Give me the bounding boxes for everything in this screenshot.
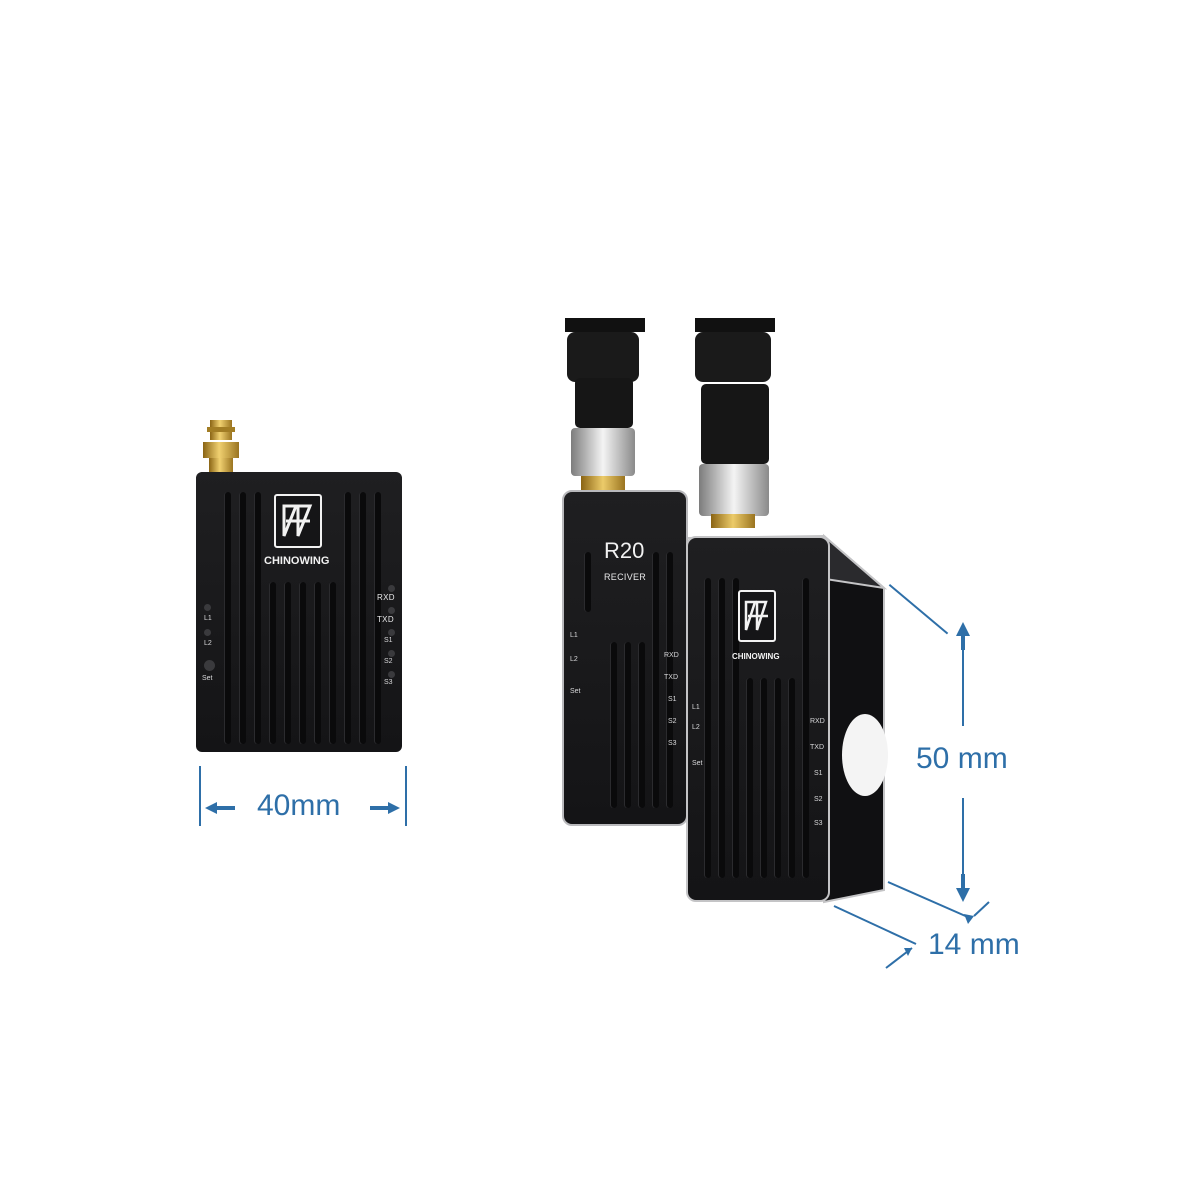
arrow-left-icon — [205, 802, 235, 814]
led-label-l1: L1 — [570, 632, 578, 639]
port-label-s3: S3 — [814, 820, 823, 827]
brand-logo-icon — [274, 494, 322, 548]
port-label-txd: TXD — [664, 674, 678, 681]
sma-connector-icon — [201, 420, 241, 480]
port-label-s2: S2 — [814, 796, 823, 803]
arrow-down-icon — [956, 874, 970, 902]
model-subtitle: RECIVER — [604, 572, 647, 582]
arrow-right-icon — [370, 802, 400, 814]
led-label-l1: L1 — [692, 704, 700, 711]
led-label-l2: L2 — [692, 724, 700, 731]
brand-name: CHINOWING — [264, 555, 330, 567]
arrow-up-icon — [956, 622, 970, 650]
transmitter-body: CHINOWING RXD TXD S1 S2 S3 L1 L2 Set — [196, 472, 402, 752]
button-label-set: Set — [692, 760, 703, 767]
port-label-rxd: RXD — [810, 718, 825, 725]
button-label-set: Set — [202, 675, 213, 682]
receiver-module: CHINOWING RXD TXD S1 S2 S3 L1 L2 Set — [686, 536, 830, 902]
side-sticker — [842, 714, 888, 796]
antenna-icon — [565, 318, 775, 528]
port-label-rxd: RXD — [664, 652, 679, 659]
port-label-txd: TXD — [377, 615, 394, 624]
receiver-module: R20 RECIVER RXD TXD S1 S2 S3 L1 L2 Set — [562, 490, 688, 826]
brand-logo-icon — [738, 590, 776, 642]
port-label-s3: S3 — [668, 740, 677, 747]
port-label-s2: S2 — [668, 718, 677, 725]
port-label-s1: S1 — [814, 770, 823, 777]
led-label-l1: L1 — [204, 615, 212, 622]
depth-label: 14 mm — [928, 928, 1020, 961]
port-label-rxd: RXD — [377, 593, 395, 602]
port-label-s2: S2 — [384, 658, 393, 665]
led-label-l2: L2 — [570, 656, 578, 663]
height-label: 50 mm — [916, 742, 1008, 775]
width-label: 40mm — [257, 789, 341, 822]
led-label-l2: L2 — [204, 640, 212, 647]
port-label-s1: S1 — [668, 696, 677, 703]
brand-name: CHINOWING — [732, 652, 780, 661]
port-label-txd: TXD — [810, 744, 824, 751]
port-label-s3: S3 — [384, 679, 393, 686]
button-label-set: Set — [570, 688, 581, 695]
depth-arrows — [833, 881, 990, 969]
model-name: R20 — [604, 538, 645, 563]
port-label-s1: S1 — [384, 637, 393, 644]
